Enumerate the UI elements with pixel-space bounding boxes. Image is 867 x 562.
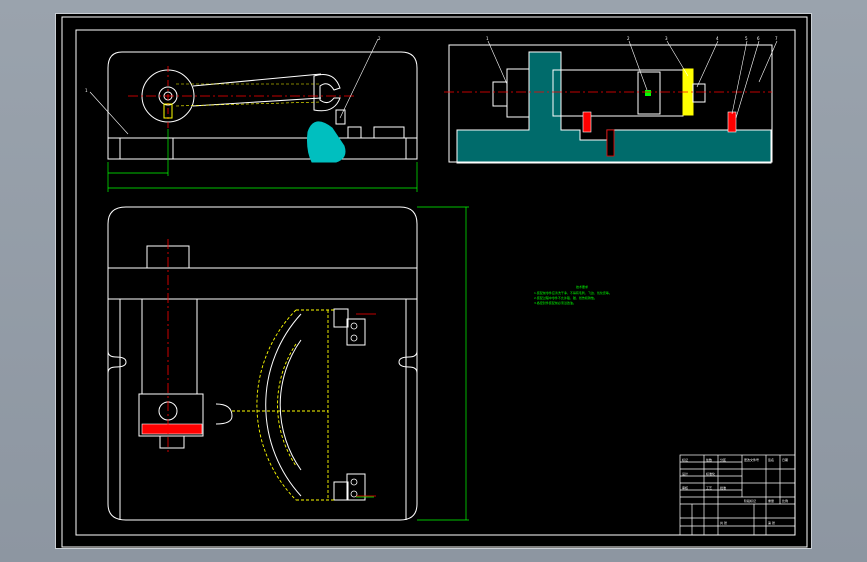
top-view	[107, 206, 418, 521]
balloon-label: 5	[745, 36, 748, 41]
front-view-hidden-pin	[163, 103, 173, 119]
top-view-fasteners	[350, 322, 358, 498]
cad-drawing-canvas: 1 2 1 2 3 4	[61, 16, 808, 548]
balloon-label: 7	[775, 36, 778, 41]
balloon-label: 1	[486, 36, 489, 41]
title-block-cell: 设计	[682, 471, 688, 476]
technical-note-line: 1.装配前零件应清洗干净，不得有毛刺、飞边、氧化皮等。	[534, 291, 612, 295]
title-block-cell: 更改文件号	[744, 457, 759, 462]
title-block-cell: 审核	[682, 485, 688, 490]
balloon-label: 2	[378, 36, 381, 41]
balloon-label: 1	[85, 88, 88, 93]
top-view-red-part	[141, 423, 203, 435]
title-block-cell: 共 张	[720, 520, 727, 525]
title-block-cell: 重量	[768, 498, 774, 503]
sheet-inner-frame	[75, 29, 796, 536]
title-block-cell: 签名	[768, 457, 774, 462]
front-view-dimensions	[107, 129, 418, 192]
technical-notes: 技术要求 1.装配前零件应清洗干净，不得有毛刺、飞边、氧化皮等。 2.装配过程中…	[534, 285, 612, 306]
title-block-cell: 批准	[720, 485, 726, 490]
front-view-hidden-line	[175, 101, 321, 107]
technical-note-line: 2.装配过程中零件不允许磕、碰、划伤和锈蚀。	[534, 296, 597, 300]
title-block-cell: 分区	[720, 457, 726, 462]
balloon-label: 4	[716, 36, 719, 41]
cad-drawing-viewport[interactable]: 1 2 1 2 3 4	[55, 13, 812, 549]
title-block	[679, 454, 796, 536]
title-block-cell: 处数	[706, 457, 712, 462]
balloon-label: 6	[757, 36, 760, 41]
section-view-leader-lines	[487, 40, 778, 119]
title-block-cell: 阶段标记	[744, 498, 756, 503]
title-block-cell: 标记	[682, 457, 688, 462]
front-view-leader-lines	[89, 38, 379, 135]
top-view-dimensions	[356, 206, 469, 521]
technical-notes-header: 技术要求	[576, 285, 589, 289]
technical-note-line: 3.各密封件装配前必须浸透油。	[534, 301, 576, 305]
title-block-cell: 工艺	[706, 485, 712, 490]
title-block-cell: 标准化	[706, 471, 715, 476]
title-block-cell: 比例	[782, 498, 788, 503]
title-block-cell: 日期	[782, 457, 788, 462]
title-block-cell: 第 张	[768, 520, 775, 525]
sheet-outer-border	[61, 16, 808, 548]
front-view	[107, 51, 418, 163]
balloon-label: 2	[627, 36, 630, 41]
top-view-hidden-lines	[232, 309, 334, 501]
balloon-label: 3	[665, 36, 668, 41]
